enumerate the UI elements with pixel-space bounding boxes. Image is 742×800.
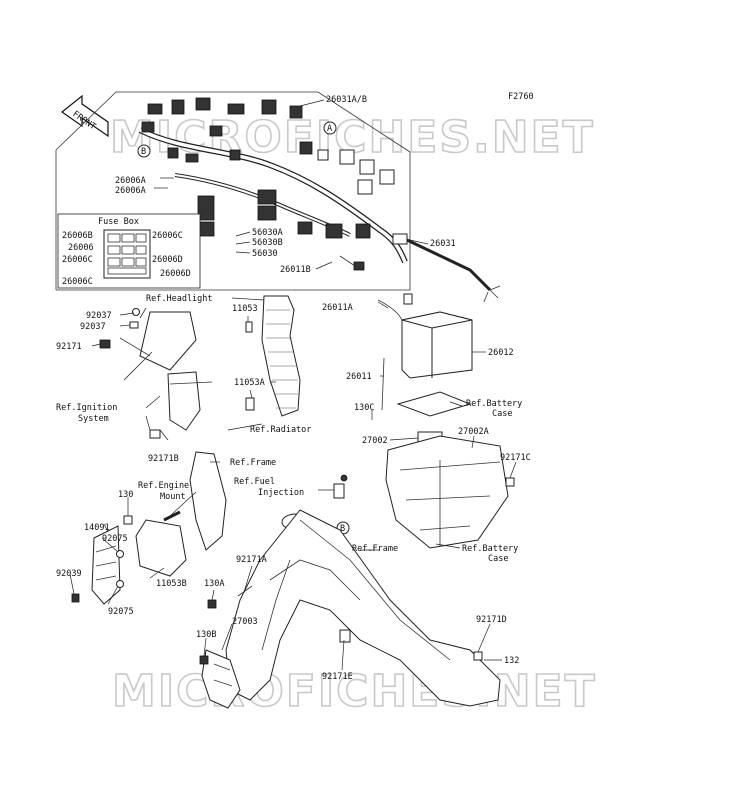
label-26011a: 26011A bbox=[322, 303, 353, 313]
label-92039: 92039 bbox=[56, 569, 82, 579]
reference-labels: Ref.Headlight Ref.Ignition System Ref.Ra… bbox=[56, 294, 522, 564]
label-130: 130 bbox=[118, 490, 133, 500]
label-26006: 26006 bbox=[68, 243, 94, 253]
label-26006d-1: 26006D bbox=[152, 255, 183, 265]
ref-fuel-line2: Injection bbox=[258, 488, 304, 498]
headlight-bracket-drawing bbox=[99, 307, 197, 381]
ref-battery-case-2-line2: Case bbox=[488, 554, 508, 564]
label-26031: 26031 bbox=[430, 239, 456, 249]
frame-front-drawing bbox=[189, 451, 227, 551]
label-92171e: 92171E bbox=[322, 672, 353, 682]
ref-radiator: Ref.Radiator bbox=[250, 425, 311, 435]
ref-frame-1: Ref.Frame bbox=[230, 458, 276, 468]
harness-group-frame bbox=[55, 91, 411, 291]
callout-b-bottom-label: B bbox=[340, 524, 345, 534]
label-92037-2: 92037 bbox=[80, 322, 106, 332]
harness-26031-drawing bbox=[392, 233, 501, 303]
label-56030a: 56030A bbox=[252, 228, 283, 238]
fuse-box-title: Fuse Box bbox=[98, 217, 139, 227]
ref-battery-case-1-line1: Ref.Battery bbox=[466, 399, 522, 409]
label-130b: 130B bbox=[196, 630, 216, 640]
label-56030: 56030 bbox=[252, 249, 278, 259]
label-92171d: 92171D bbox=[476, 615, 507, 625]
battery-drawing bbox=[377, 293, 473, 411]
label-26011: 26011 bbox=[346, 372, 372, 382]
ref-frame-2: Ref.Frame bbox=[352, 544, 398, 554]
watermark-bottom: MICROFICHES.NET bbox=[112, 666, 597, 717]
callout-a-top-label: A bbox=[327, 124, 332, 134]
ref-battery-case-2-line1: Ref.Battery bbox=[462, 544, 518, 554]
label-132: 132 bbox=[504, 656, 519, 666]
label-26006c-1: 26006C bbox=[152, 231, 183, 241]
callout-b-top: B bbox=[137, 144, 151, 158]
engine-mount-bracket-drawing bbox=[71, 510, 187, 605]
ref-headlight: Ref.Headlight bbox=[146, 294, 213, 304]
fuse-block-drawing bbox=[103, 229, 151, 279]
radiator-cover-drawing bbox=[245, 295, 301, 417]
label-26006c-3: 26006C bbox=[62, 277, 93, 287]
label-92171b: 92171B bbox=[148, 454, 179, 464]
label-11053b: 11053B bbox=[156, 579, 187, 589]
label-14091: 14091 bbox=[84, 523, 110, 533]
label-92075-2: 92075 bbox=[108, 607, 134, 617]
label-130c: 130C bbox=[354, 403, 374, 413]
label-92171a: 92171A bbox=[236, 555, 267, 565]
ref-fuel-line1: Ref.Fuel bbox=[234, 477, 275, 487]
main-frame-drawing bbox=[199, 474, 501, 709]
label-92171c: 92171C bbox=[500, 453, 531, 463]
label-11053a: 11053A bbox=[234, 378, 265, 388]
label-26006a-2: 26006A bbox=[115, 186, 146, 196]
part-labels: 26031A/B 26006A 26006A 26006B 26006C 260… bbox=[56, 95, 531, 682]
ref-engine-line1: Ref.Engine bbox=[138, 481, 189, 491]
label-27003: 27003 bbox=[232, 617, 258, 627]
label-26006c-2: 26006C bbox=[62, 255, 93, 265]
callout-a-top: A bbox=[323, 121, 337, 135]
label-92037-1: 92037 bbox=[86, 311, 112, 321]
label-26006a-1: 26006A bbox=[115, 176, 146, 186]
front-arrow-icon: FRONT bbox=[60, 94, 109, 138]
label-27002: 27002 bbox=[362, 436, 388, 446]
ref-battery-case-1-line2: Case bbox=[492, 409, 512, 419]
ref-ignition-line1: Ref.Ignition bbox=[56, 403, 117, 413]
ref-ignition-line2: System bbox=[78, 414, 109, 424]
label-11053: 11053 bbox=[232, 304, 258, 314]
label-92171: 92171 bbox=[56, 342, 82, 352]
label-26006b: 26006B bbox=[62, 231, 93, 241]
label-92075-1: 92075 bbox=[102, 534, 128, 544]
label-56030b: 56030B bbox=[252, 238, 283, 248]
callout-b-top-label: B bbox=[141, 147, 146, 157]
label-26031ab: 26031A/B bbox=[326, 95, 367, 105]
label-26011b: 26011B bbox=[280, 265, 311, 275]
main-harness-drawing bbox=[138, 97, 408, 271]
label-26006d-2: 26006D bbox=[160, 269, 191, 279]
label-27002a: 27002A bbox=[458, 427, 489, 437]
figure-code: F2760 bbox=[508, 92, 534, 102]
ignition-bracket-drawing bbox=[149, 371, 213, 441]
ref-engine-line2: Mount bbox=[160, 492, 186, 502]
label-26012: 26012 bbox=[488, 348, 514, 358]
leader-lines bbox=[69, 99, 517, 671]
label-130a: 130A bbox=[204, 579, 224, 589]
